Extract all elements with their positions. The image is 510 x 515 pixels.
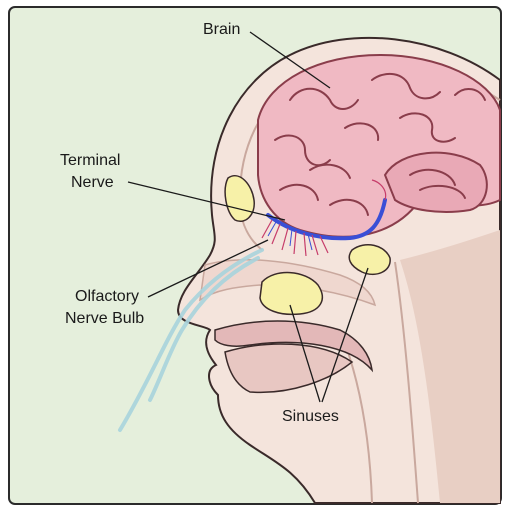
label-terminal-nerve-line1: Terminal	[60, 152, 120, 169]
tongue	[224, 343, 354, 394]
olfactory-nerve-fibers	[261, 179, 387, 257]
terminal-nerve-leader	[127, 181, 286, 221]
cerebellum	[383, 151, 488, 213]
label-olfactory-line1: Olfactory	[75, 288, 139, 305]
sinus-leader-left	[289, 304, 321, 403]
label-brain: Brain	[203, 21, 240, 38]
label-sinuses: Sinuses	[282, 408, 339, 425]
olfactory-leader	[147, 239, 269, 298]
terminal-nerve	[266, 198, 387, 241]
sphenoid-sinus	[348, 243, 391, 276]
olfactory-nerve-fibers-blue	[267, 221, 313, 251]
airflow-streams	[118, 248, 264, 432]
brain-folds	[274, 72, 486, 216]
neck-shadow	[400, 230, 500, 503]
label-terminal-nerve-line2: Nerve	[71, 174, 114, 191]
sinus-leader-right	[321, 267, 369, 403]
brain-leader	[249, 31, 331, 89]
leader-lines	[127, 31, 369, 403]
maxillary-sinus	[259, 271, 323, 316]
oral-cavity	[214, 320, 374, 373]
spine-line	[394, 261, 419, 504]
frontal-sinus	[224, 175, 255, 222]
label-olfactory-line2: Nerve Bulb	[65, 310, 144, 327]
